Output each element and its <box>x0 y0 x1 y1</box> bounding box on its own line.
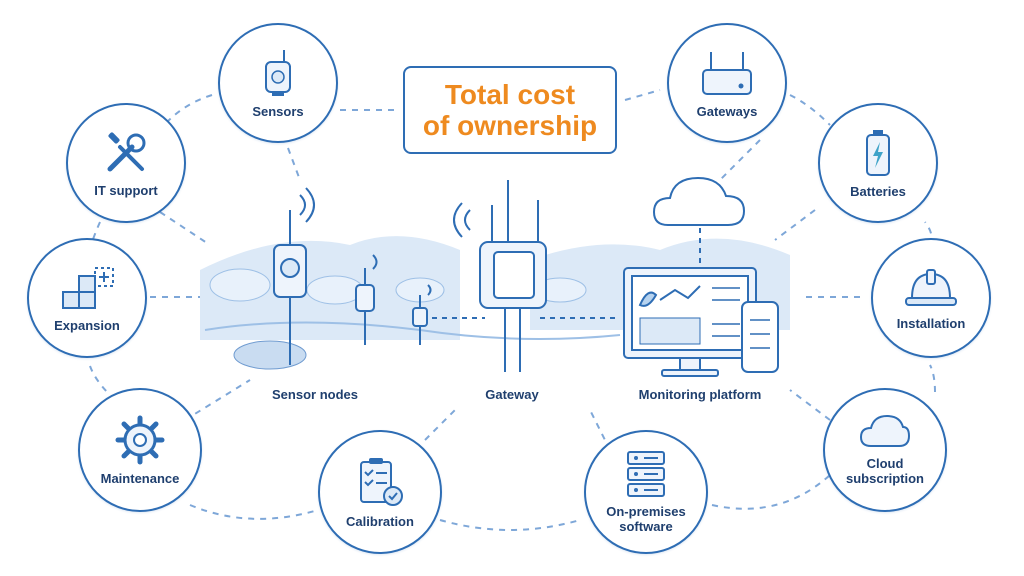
cost-node-label: Expansion <box>54 317 120 333</box>
cost-node-label: Maintenance <box>100 470 180 486</box>
cost-node-expansion: Expansion <box>27 238 147 358</box>
cost-node-label: Batteries <box>850 183 906 199</box>
router-icon <box>702 51 752 95</box>
tools-icon <box>107 131 146 171</box>
battery-icon <box>866 129 890 176</box>
sensor-icon <box>265 49 291 96</box>
cost-node-label: Calibration <box>346 513 414 529</box>
checklist-icon <box>360 457 403 506</box>
cost-node-cloud-subscription: Cloud subscription <box>823 388 947 512</box>
cost-node-on-premises-software: On-premises software <box>584 430 708 554</box>
cost-node-calibration: Calibration <box>318 430 442 554</box>
cost-node-batteries: Batteries <box>818 103 938 223</box>
cost-node-sensors: Sensors <box>218 23 338 143</box>
monitoring-illustration <box>623 267 779 377</box>
cost-node-label: On-premises software <box>606 504 686 534</box>
link-lines <box>432 228 701 319</box>
cost-node-label: Sensors <box>252 103 304 119</box>
gateway-illustration <box>453 180 547 372</box>
cost-node-it-support: IT support <box>66 103 186 223</box>
cost-node-label: Cloud subscription <box>845 456 924 486</box>
blocks-icon <box>62 266 114 309</box>
landscape <box>200 236 790 370</box>
spoke-connectors <box>150 139 860 451</box>
hard-hat-icon <box>905 268 957 306</box>
cost-node-gateways: Gateways <box>667 23 787 143</box>
title-box: Total cost of ownership <box>403 66 617 154</box>
gateway-label: Gateway <box>485 387 539 402</box>
cloud-icon <box>859 414 911 447</box>
cost-node-installation: Installation <box>871 238 991 358</box>
monitoring-platform-label: Monitoring platform <box>638 387 762 402</box>
cost-node-label: Gateways <box>696 103 758 119</box>
cost-node-label: Installation <box>896 315 966 331</box>
cloud-illustration <box>652 176 746 226</box>
sensor-nodes-illustration <box>273 187 432 365</box>
cost-node-maintenance: Maintenance <box>78 388 202 512</box>
server-icon <box>627 451 665 497</box>
gear-icon <box>115 415 165 464</box>
sensor-nodes-label: Sensor nodes <box>272 387 358 402</box>
diagram-title: Total cost of ownership <box>422 79 598 141</box>
cost-node-label: IT support <box>94 182 158 198</box>
